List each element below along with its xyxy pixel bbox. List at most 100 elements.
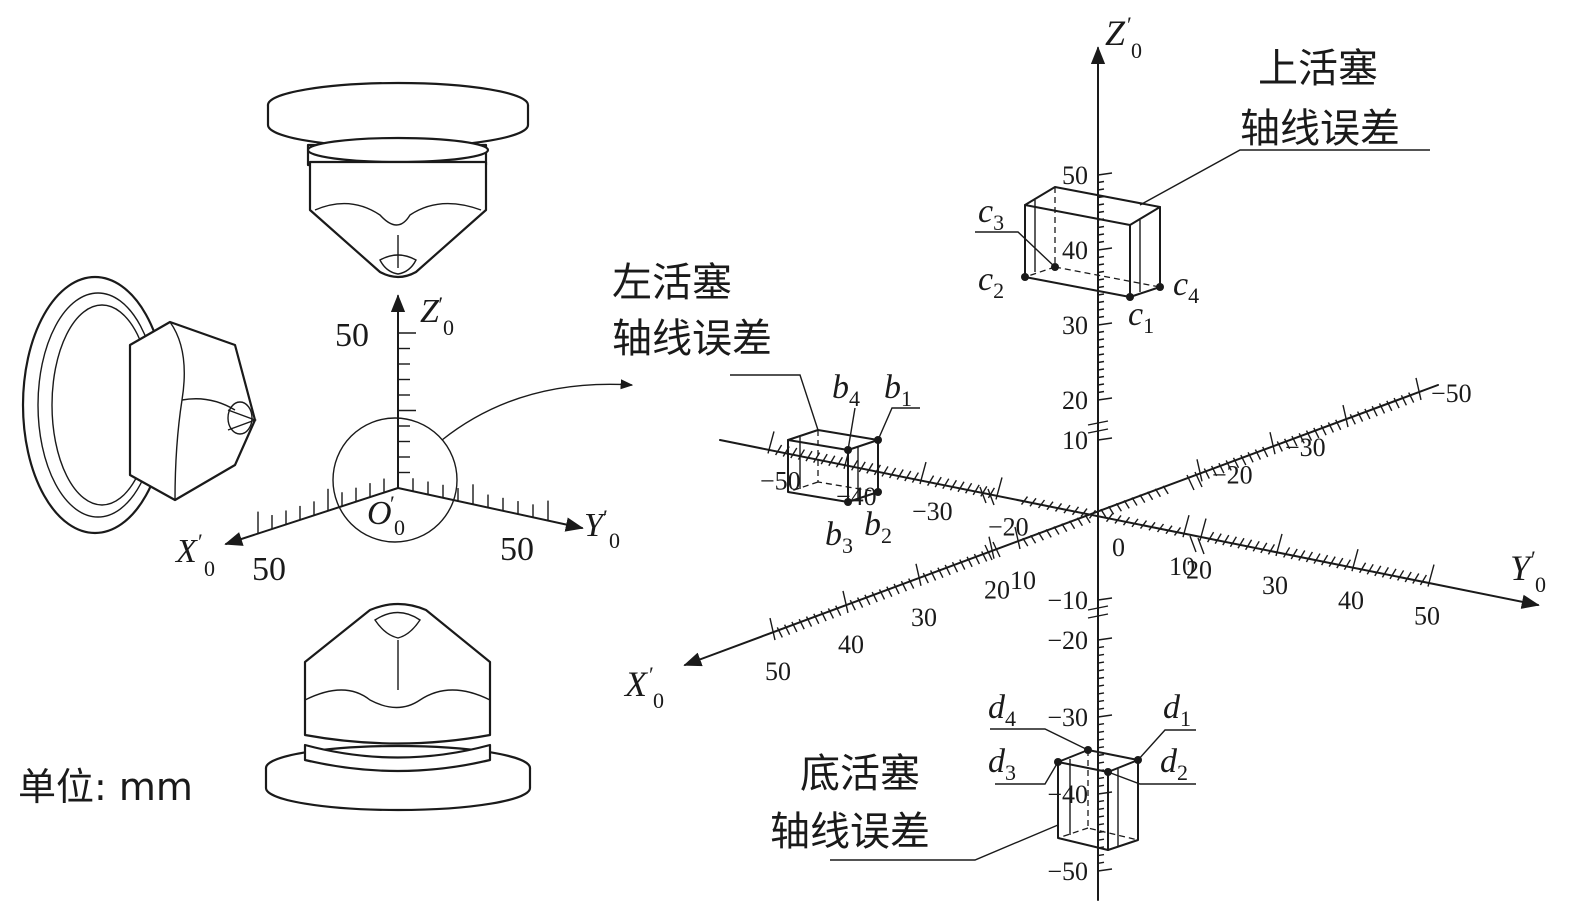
right-x-tick bbox=[1154, 488, 1161, 498]
right-axis-labels: Z ′ 0 Y ′ 0 X ′ 0 0 bbox=[623, 12, 1546, 713]
point-c1: c1 bbox=[1128, 296, 1154, 338]
right-y-tick bbox=[774, 444, 783, 456]
upper-label-line1: 上活塞 bbox=[1258, 46, 1378, 92]
right-y-tick bbox=[904, 470, 912, 482]
y-break-left bbox=[979, 486, 995, 506]
right-y-tick bbox=[926, 475, 935, 486]
svg-text:0: 0 bbox=[609, 528, 620, 553]
right-z-minor-tick bbox=[1097, 360, 1105, 364]
right-z-minor-tick bbox=[1097, 669, 1105, 672]
right-y-tick bbox=[1282, 547, 1291, 558]
svg-text:′: ′ bbox=[1531, 546, 1536, 571]
left-error-box: 左活塞 轴线误差 b4 b1 b3 b2 bbox=[612, 260, 920, 558]
point-d3: d3 bbox=[988, 743, 1016, 785]
right-x-tick bbox=[1298, 433, 1305, 444]
right-z-minor-tick bbox=[1097, 738, 1105, 741]
right-x-tick-label: −30 bbox=[1285, 433, 1326, 462]
right-y-tick bbox=[858, 461, 866, 473]
right-y-tick bbox=[1080, 508, 1088, 517]
point-c4: c4 bbox=[1173, 266, 1199, 308]
right-x-tick bbox=[776, 627, 783, 638]
right-y-tick-label: 20 bbox=[1186, 556, 1212, 585]
right-y-tick bbox=[1199, 518, 1207, 541]
right-z-minor-tick bbox=[1097, 285, 1105, 289]
right-x-tick-label: 20 bbox=[984, 576, 1010, 605]
right-y-tick bbox=[1037, 499, 1046, 509]
right-x-tick-label: −50 bbox=[1431, 379, 1472, 408]
right-y-tick-label: 40 bbox=[1338, 586, 1364, 615]
right-z-minor-tick bbox=[1097, 776, 1105, 780]
x-break-upper bbox=[1186, 471, 1203, 491]
right-y-tick bbox=[850, 459, 859, 471]
right-y-tick bbox=[1063, 504, 1071, 514]
point-b2: b2 bbox=[864, 506, 892, 548]
right-x-tick bbox=[1327, 422, 1335, 433]
left-z-label: Z bbox=[420, 293, 440, 330]
zoom-arrow bbox=[441, 379, 634, 441]
right-y-tick bbox=[1139, 520, 1148, 529]
right-y-tick bbox=[911, 472, 920, 483]
right-z-minor-tick bbox=[1097, 838, 1105, 841]
right-z-minor-tick bbox=[1097, 270, 1105, 274]
right-z-minor-tick bbox=[1097, 233, 1105, 236]
right-y-tick bbox=[828, 455, 836, 467]
right-z-minor-tick bbox=[1097, 375, 1105, 379]
top-piston bbox=[266, 81, 530, 279]
right-x-tick bbox=[835, 605, 842, 616]
svg-text:′: ′ bbox=[649, 662, 654, 687]
origin-magnifier-circle bbox=[332, 417, 458, 543]
point-b1: b1 bbox=[884, 369, 912, 411]
right-x-tick-label: −20 bbox=[1212, 460, 1253, 489]
right-z-minor-tick bbox=[1097, 746, 1105, 749]
right-y-tick bbox=[987, 487, 996, 499]
bottom-label-line1: 底活塞 bbox=[800, 751, 920, 797]
right-z-tick-label: −50 bbox=[1047, 857, 1088, 886]
right-y-tick bbox=[881, 466, 889, 477]
y-break-right bbox=[1189, 535, 1205, 555]
right-y-tick bbox=[888, 467, 897, 479]
right-z-tick-label: −40 bbox=[1047, 780, 1088, 809]
right-y-tick bbox=[1320, 554, 1329, 566]
right-z-minor-tick bbox=[1097, 315, 1105, 319]
right-x-tick bbox=[1247, 452, 1254, 463]
right-x-tick bbox=[1123, 500, 1130, 509]
right-z-tick bbox=[1097, 172, 1113, 176]
right-x-tick bbox=[981, 551, 988, 562]
right-y-tick bbox=[1381, 567, 1390, 578]
right-x-tick bbox=[966, 556, 973, 568]
left-label-line2: 轴线误差 bbox=[612, 316, 772, 362]
right-x-tick-label: 50 bbox=[765, 657, 791, 686]
right-y-tick bbox=[1351, 549, 1359, 572]
right-y-tick bbox=[980, 486, 988, 497]
right-y-tick bbox=[1131, 518, 1139, 528]
right-z-minor-tick bbox=[1097, 278, 1105, 281]
right-z-tick-label: −30 bbox=[1047, 703, 1088, 732]
right-y-tick bbox=[1305, 551, 1314, 563]
right-y-tick bbox=[805, 450, 813, 462]
right-x-tick bbox=[1131, 497, 1138, 506]
right-x-tick bbox=[1147, 491, 1154, 501]
right-z-minor-tick bbox=[1097, 823, 1105, 826]
right-y-tick bbox=[1088, 509, 1097, 519]
right-z-minor-tick bbox=[1097, 330, 1105, 334]
right-y-tick bbox=[1237, 537, 1245, 549]
right-z-minor-tick bbox=[1097, 676, 1105, 680]
right-z-tick bbox=[1097, 322, 1113, 326]
right-z-minor-tick bbox=[1097, 308, 1105, 311]
right-y-tick bbox=[1173, 527, 1182, 536]
right-x-tick-label: 10 bbox=[1010, 566, 1036, 595]
bottom-label-line2: 轴线误差 bbox=[770, 809, 930, 855]
right-x-tick bbox=[1254, 449, 1262, 460]
right-z-minor-tick bbox=[1097, 338, 1105, 341]
right-z-minor-tick bbox=[1097, 692, 1105, 695]
right-z-minor-tick bbox=[1097, 225, 1105, 229]
svg-text:′: ′ bbox=[1127, 12, 1132, 37]
right-x-tick bbox=[1139, 494, 1146, 503]
left-z-tick-label: 50 bbox=[335, 317, 369, 354]
right-x-tick bbox=[1386, 400, 1393, 412]
right-x-tick bbox=[871, 591, 878, 603]
unit-label: 单位: mm bbox=[18, 765, 193, 809]
svg-text:0: 0 bbox=[1131, 38, 1142, 63]
svg-text:′: ′ bbox=[390, 491, 395, 516]
right-y-tick bbox=[964, 482, 973, 494]
